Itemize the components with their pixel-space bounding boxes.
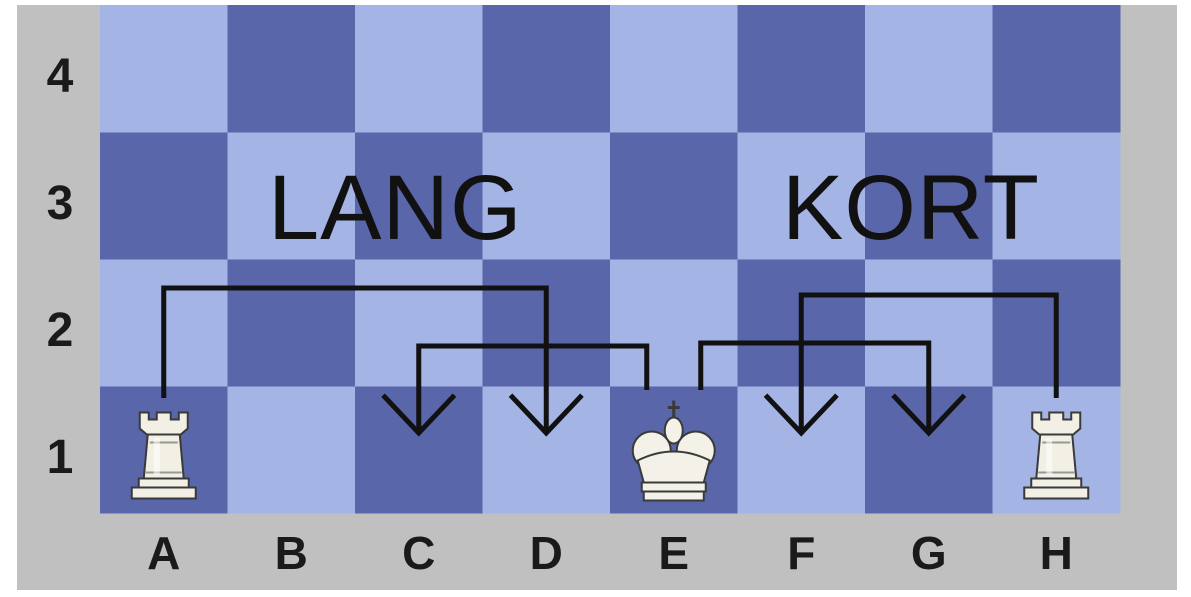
square-b1	[227, 386, 356, 514]
square-e3	[610, 132, 738, 260]
rank-label-3: 3	[46, 176, 74, 230]
square-a3	[100, 132, 228, 260]
rank-label-1: 1	[46, 430, 74, 484]
file-label-e: E	[658, 527, 690, 579]
file-label-d: D	[529, 527, 563, 579]
square-d3	[482, 132, 611, 260]
file-label-h: H	[1039, 527, 1073, 579]
square-h4	[992, 5, 1121, 133]
rank-label-2: 2	[46, 303, 74, 357]
white-rook-icon	[1023, 411, 1090, 500]
file-label-c: C	[402, 527, 436, 579]
square-b2	[227, 259, 356, 387]
square-h3	[992, 132, 1121, 260]
arrow-queenside-king	[381, 343, 650, 437]
square-b3	[227, 132, 356, 260]
kingside-label: KORT	[782, 157, 1040, 259]
square-a4	[100, 5, 228, 133]
arrow-kingside-king	[698, 340, 967, 437]
square-g3	[865, 132, 993, 260]
square-e4	[610, 5, 738, 133]
board-squares	[100, 5, 1121, 514]
square-f4	[737, 5, 866, 133]
file-label-b: B	[274, 527, 308, 579]
square-e2	[610, 259, 738, 387]
arrow-queenside-rook	[161, 285, 584, 437]
square-c4	[355, 5, 483, 133]
square-g4	[865, 5, 993, 133]
rank-label-4: 4	[46, 49, 74, 103]
castling-arrows	[161, 285, 1059, 437]
file-label-a: A	[147, 527, 181, 579]
queenside-label: LANG	[268, 157, 523, 259]
square-c3	[355, 132, 483, 260]
square-f3	[737, 132, 866, 260]
board-pieces	[130, 400, 1090, 502]
square-b4	[227, 5, 356, 133]
white-king-icon	[631, 400, 716, 502]
file-label-g: G	[910, 527, 947, 579]
file-label-f: F	[787, 527, 816, 579]
square-d4	[482, 5, 611, 133]
arrow-kingside-rook	[763, 292, 1059, 437]
white-rook-icon	[130, 411, 197, 500]
